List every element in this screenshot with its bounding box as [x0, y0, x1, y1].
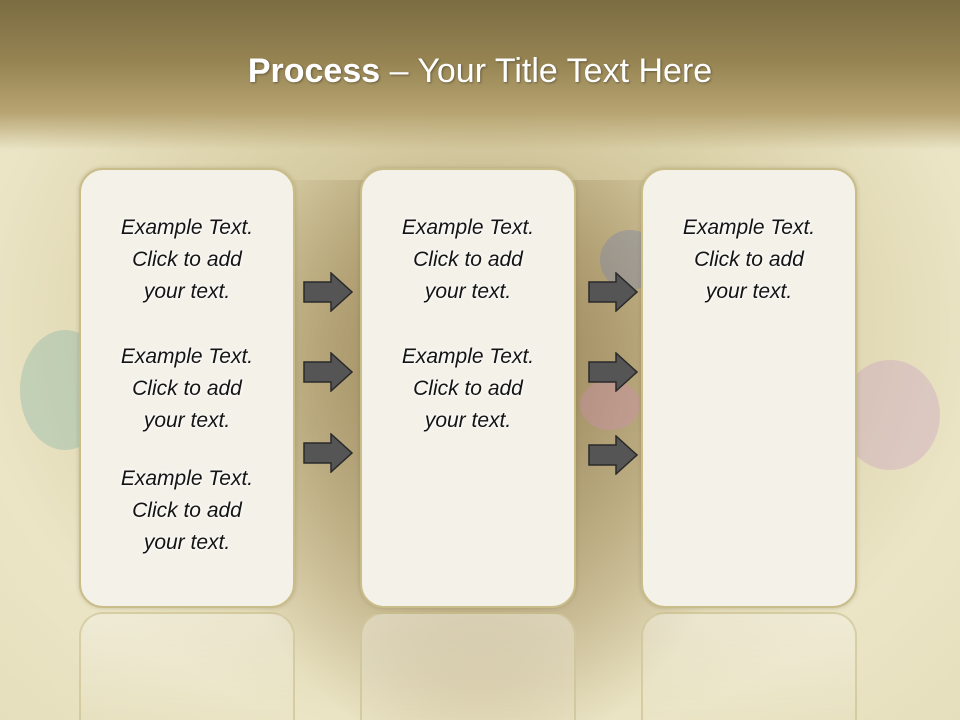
text-placeholder[interactable]: Example Text. Click to add your text.	[682, 216, 816, 303]
box-reflection	[641, 612, 857, 720]
right-arrow-icon	[588, 435, 638, 475]
right-arrow-icon	[303, 433, 353, 473]
box-reflection	[360, 612, 576, 720]
right-arrow-icon	[303, 272, 353, 312]
slide-title[interactable]: Process – Your Title Text Here	[0, 52, 960, 91]
process-box-3[interactable]: Example Text. Click to add your text.	[641, 168, 857, 608]
process-box-1[interactable]: Example Text. Click to add your text. Ex…	[79, 168, 295, 608]
title-bold: Process	[247, 52, 381, 90]
process-box-2[interactable]: Example Text. Click to add your text. Ex…	[360, 168, 576, 608]
right-arrow-icon	[303, 352, 353, 392]
text-placeholder[interactable]: Example Text. Click to add your text.	[401, 216, 535, 303]
text-placeholder[interactable]: Example Text. Click to add your text.	[401, 345, 535, 432]
box-reflection	[79, 612, 295, 720]
title-bar	[0, 0, 960, 150]
text-placeholder[interactable]: Example Text. Click to add your text.	[120, 345, 254, 432]
right-arrow-icon	[588, 272, 638, 312]
title-rest: – Your Title Text Here	[380, 52, 713, 90]
paint-splash	[580, 380, 640, 430]
text-placeholder[interactable]: Example Text. Click to add your text.	[120, 467, 254, 554]
right-arrow-icon	[588, 352, 638, 392]
text-placeholder[interactable]: Example Text. Click to add your text.	[120, 216, 254, 303]
